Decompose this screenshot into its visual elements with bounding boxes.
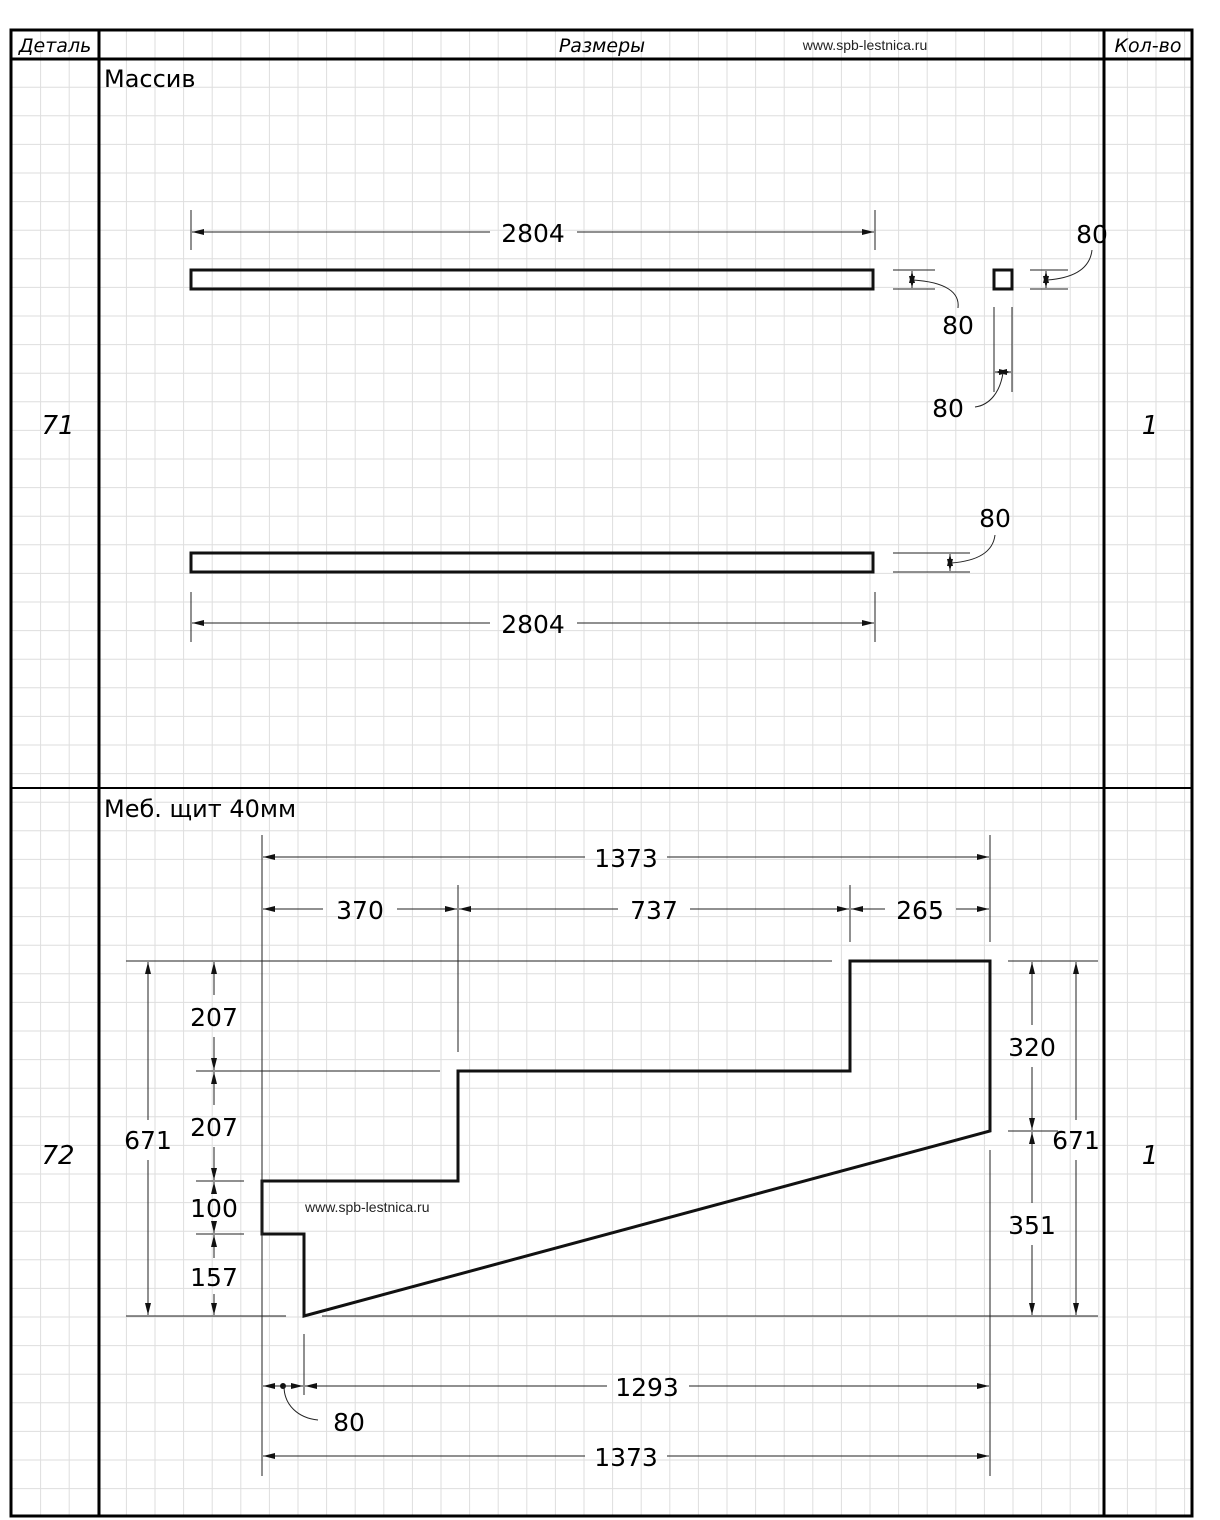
- dim-step-b: 737: [630, 896, 678, 925]
- dim-bottom-length: 2804: [501, 610, 565, 639]
- leader-line: [1046, 249, 1093, 281]
- dim-left-total: 671: [124, 1126, 172, 1155]
- grid-background: [11, 29, 1192, 1516]
- dim-right-upper: 320: [1008, 1033, 1056, 1062]
- dim-top-total: 1373: [594, 844, 658, 873]
- dim-bottom-height: 80: [979, 504, 1011, 533]
- dim-right-lower: 351: [1008, 1211, 1056, 1240]
- dim-side-height: 80: [942, 311, 974, 340]
- header-dimensions-label: Размеры: [559, 35, 645, 57]
- watermark-website: www.spb-lestnica.ru: [304, 1199, 430, 1215]
- table-header: Деталь Размеры www.spb-lestnica.ru Кол-в…: [18, 35, 1182, 57]
- part-quantity: 1: [1142, 1141, 1159, 1171]
- leader-line: [283, 1385, 319, 1421]
- dim-rise-1: 207: [190, 1003, 238, 1032]
- table-frame: [9, 28, 1194, 1518]
- material-label: Меб. щит 40мм: [104, 795, 296, 823]
- header-website: www.spb-lestnica.ru: [802, 37, 928, 53]
- dim-right-total: 671: [1052, 1126, 1100, 1155]
- part-71-row: 71 1 Массив 2804 80 80 80: [41, 65, 1158, 642]
- part-quantity: 1: [1142, 411, 1159, 441]
- dim-rise-2: 207: [190, 1113, 238, 1142]
- header-part-label: Деталь: [18, 35, 92, 57]
- part-number: 71: [41, 411, 74, 441]
- part-number: 72: [41, 1141, 74, 1171]
- dim-section-width: 80: [932, 394, 964, 423]
- dim-step-a: 370: [336, 896, 384, 925]
- dim-rise-3: 100: [190, 1194, 238, 1223]
- dim-top-length: 2804: [501, 219, 565, 248]
- material-label: Массив: [104, 65, 196, 93]
- dim-rise-4: 157: [190, 1263, 238, 1292]
- dim-bottom-run: 1293: [615, 1373, 679, 1402]
- beam-top-outline: [189, 268, 875, 291]
- leader-line: [974, 372, 1004, 408]
- dim-bottom-total: 1373: [594, 1443, 658, 1472]
- part-72-row: 72 1 Меб. щит 40мм www.spb-lestnica.ru 1…: [41, 795, 1158, 1476]
- dim-section-height: 80: [1076, 220, 1108, 249]
- leader-line: [950, 534, 996, 564]
- beam-bottom-outline: [189, 551, 875, 574]
- dim-offset: 80: [333, 1408, 365, 1437]
- cross-section-outline: [992, 268, 1014, 291]
- stringer-outline: [260, 959, 992, 1318]
- header-quantity-label: Кол-во: [1115, 35, 1182, 57]
- dim-step-c: 265: [896, 896, 944, 925]
- leader-line: [912, 279, 959, 309]
